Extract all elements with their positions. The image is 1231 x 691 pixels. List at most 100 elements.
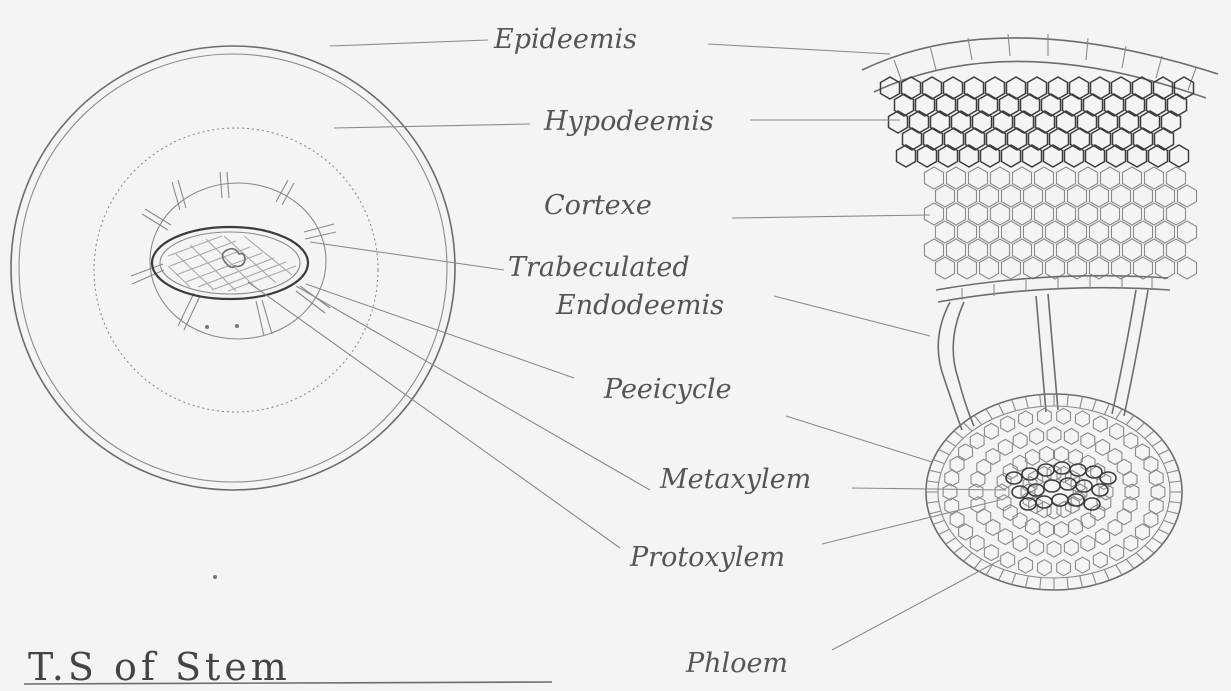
- cortex-cell: [1112, 185, 1131, 207]
- pericycle-cell-wall: [1116, 409, 1122, 419]
- phloem-cell: [1013, 535, 1027, 551]
- cortex-cell: [980, 221, 999, 243]
- phloem-cell: [1149, 470, 1163, 486]
- hypodermis-cell: [1134, 128, 1153, 150]
- cortex-cell: [1112, 221, 1131, 243]
- cortex-cell: [991, 203, 1010, 225]
- cortex-cell: [1167, 203, 1186, 225]
- hypodermis-cell: [1050, 128, 1069, 150]
- pericycle-cell-wall: [954, 546, 963, 554]
- phloem-cell: [1069, 449, 1083, 465]
- pericycle-cell-wall: [1116, 565, 1122, 575]
- pericycle-cell-wall: [974, 559, 982, 568]
- cortex-cell: [947, 167, 966, 189]
- xylem-vessel: [1012, 486, 1028, 498]
- phloem-cell: [1030, 540, 1044, 556]
- hypodermis-cell: [944, 77, 963, 99]
- cortex-cell: [1167, 167, 1186, 189]
- cortex-cell: [1068, 185, 1087, 207]
- phloem-cell: [950, 457, 964, 473]
- phloem-cell: [1124, 535, 1138, 551]
- phloem-cell: [1057, 560, 1071, 576]
- phloem-cell: [1001, 552, 1015, 568]
- pericycle-cell-wall: [1067, 395, 1068, 407]
- cortex-cell: [1090, 221, 1109, 243]
- hypodermis-cell: [1162, 111, 1181, 133]
- pericycle-cell-wall: [999, 404, 1004, 415]
- hypodermis-cell: [1112, 77, 1131, 99]
- hypodermis-cell: [1044, 145, 1063, 167]
- pericycle-cell-wall: [1104, 570, 1109, 581]
- pericycle-cell-wall: [1159, 450, 1170, 455]
- cortex-cell: [1002, 221, 1021, 243]
- hypodermis-cell: [1000, 94, 1019, 116]
- hypodermis-cell: [1084, 94, 1103, 116]
- hypodermis-cell: [1147, 94, 1166, 116]
- cortex-cell: [1134, 185, 1153, 207]
- cortex-cell: [991, 239, 1010, 261]
- cortex-cell: [947, 239, 966, 261]
- pericycle-cell-wall: [1152, 440, 1162, 446]
- cortex-cell: [1024, 185, 1043, 207]
- phloem-cell: [1064, 540, 1078, 556]
- phloem-cell: [1037, 502, 1051, 518]
- cortex-cell: [1156, 221, 1175, 243]
- pericycle-cell-wall: [964, 423, 973, 432]
- hypodermis-cell: [1021, 94, 1040, 116]
- phloem-cell: [1108, 520, 1122, 536]
- xylem-vessel: [1038, 464, 1054, 476]
- cortex-cell: [1090, 185, 1109, 207]
- hypodermis-cell: [1002, 145, 1021, 167]
- pericycle-cell-wall: [1159, 529, 1170, 534]
- pericycle-cell-wall: [1012, 573, 1016, 584]
- hypodermis-cell: [937, 94, 956, 116]
- cortex-cell: [1002, 185, 1021, 207]
- pericycle-cell-wall: [1169, 481, 1181, 482]
- phloem-cell: [1110, 545, 1124, 561]
- cortex-cell: [969, 167, 988, 189]
- xylem-vessel: [1092, 484, 1108, 496]
- hypodermis-cell: [1065, 145, 1084, 167]
- pericycle-cell-wall: [927, 502, 939, 503]
- cortex-cell: [958, 257, 977, 279]
- phloem-cell: [984, 545, 998, 561]
- phloem-cell: [995, 484, 1009, 500]
- hypodermis-cell: [952, 111, 971, 133]
- phloem-cell: [1081, 433, 1095, 449]
- phloem-cell: [1055, 446, 1069, 462]
- cortex-cell: [1002, 257, 1021, 279]
- phloem-cell: [1019, 411, 1033, 427]
- cortex-cell: [1057, 203, 1076, 225]
- hypodermis-ring: [94, 128, 378, 412]
- label-phloem: Phloem: [685, 648, 788, 679]
- hypodermis-cell: [1028, 77, 1047, 99]
- hypodermis-cell: [1071, 128, 1090, 150]
- hypodermis-cell: [1049, 77, 1068, 99]
- cortex-cell: [1156, 257, 1175, 279]
- hypodermis-cell: [924, 128, 943, 150]
- cortex-cell: [925, 239, 944, 261]
- cortex-cell: [1024, 257, 1043, 279]
- cortex-cell: [1145, 167, 1164, 189]
- hypodermis-cell: [1007, 77, 1026, 99]
- cortex-cell: [958, 221, 977, 243]
- hypodermis-cell: [931, 111, 950, 133]
- hypodermis-cell: [987, 128, 1006, 150]
- hypodermis-cell: [1107, 145, 1126, 167]
- pericycle-cell-wall: [1067, 578, 1068, 590]
- cortex-cell: [1178, 185, 1197, 207]
- hypodermis-cell: [1141, 111, 1160, 133]
- stele-hatching: [168, 236, 296, 291]
- hypodermis-cell: [1036, 111, 1055, 133]
- pericycle-cell-wall: [1126, 415, 1134, 424]
- label-trabeculated: Trabeculated: [508, 252, 690, 283]
- phloem-cell: [1001, 416, 1015, 432]
- phloem-cell: [1030, 428, 1044, 444]
- pericycle-cell-wall: [1152, 538, 1162, 544]
- hypodermis-cell: [1105, 94, 1124, 116]
- hypodermis-cell: [1099, 111, 1118, 133]
- pericycle-cell-wall: [1080, 397, 1083, 409]
- label-cortex: Cortexe: [544, 190, 652, 221]
- cortex-cell: [1035, 167, 1054, 189]
- cortex-cell: [1178, 257, 1197, 279]
